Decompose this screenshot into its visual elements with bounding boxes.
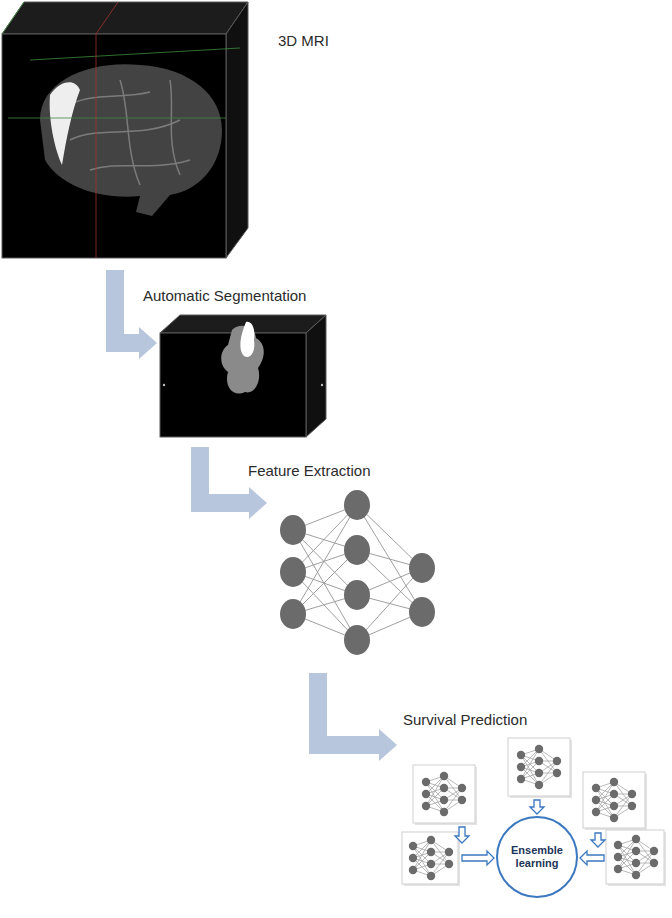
ensemble-members-part: [508, 738, 570, 796]
neural-network-part: [344, 490, 370, 520]
mri-cube-part: [50, 82, 80, 165]
ensemble-label: Ensemble learning: [505, 844, 569, 869]
mri-cube: [2, 2, 248, 258]
flow-arrow: [115, 270, 157, 359]
flow-arrow-head: [379, 729, 397, 761]
flow-arrow-head: [139, 327, 157, 359]
neural-network-part: [280, 515, 306, 545]
flow-arrow: [318, 673, 397, 761]
ensemble-members-part: [413, 765, 475, 823]
ensemble-members-part: [422, 772, 466, 816]
flow-arrow-head: [249, 487, 267, 519]
segmentation-cube: [160, 315, 326, 437]
segmentation-stage: Automatic Segmentation: [160, 315, 328, 439]
neural-network-part: [344, 535, 370, 565]
neural-network-part: [280, 599, 306, 629]
flow-arrow-shaft: [115, 270, 141, 343]
neural-network-part: [344, 580, 370, 610]
segmentation-cube-part: [240, 322, 254, 357]
ensemble-members-part: [592, 778, 636, 822]
block-arrow-part: [530, 800, 544, 814]
mri-cube-part: [96, 2, 118, 258]
block-arrow-part: [455, 827, 469, 843]
ensemble-members-part: [517, 745, 561, 789]
mri-cube-part: [2, 2, 248, 34]
block-arrow-part: [462, 851, 494, 865]
neural-network-part: [293, 505, 422, 640]
survival-stage: Survival PredictionEnsemble learning: [400, 705, 668, 915]
stage-heading: Feature Extraction: [248, 462, 371, 479]
neural-network-part: [409, 597, 435, 627]
ensemble-members-part: [614, 835, 658, 879]
mri-cube-part: [2, 34, 226, 258]
block-arrow-part: [591, 833, 605, 847]
stage-heading: 3D MRI: [278, 32, 329, 49]
mri-cube-part: [226, 2, 248, 258]
stage-heading: Survival Prediction: [403, 711, 527, 728]
neural-network-part: [344, 625, 370, 655]
feature-stage: Feature Extraction: [270, 485, 445, 665]
stage-heading: Automatic Segmentation: [143, 287, 306, 304]
mri-stage: 3D MRI: [0, 0, 250, 262]
neural-network: [280, 490, 435, 655]
ensemble-members-part: [606, 830, 664, 884]
segmentation-cube-part: [321, 384, 323, 386]
mri-cube-part: [2, 2, 240, 118]
segmentation-cube-part: [163, 384, 165, 386]
mri-cube-part: [40, 64, 222, 216]
block-arrow-part: [580, 851, 604, 865]
ensemble-members-part: [409, 836, 453, 880]
neural-network-part: [280, 557, 306, 587]
segmentation-cube-part: [306, 315, 326, 437]
neural-network-part: [409, 553, 435, 583]
ensemble-circle: Ensemble learning: [496, 816, 578, 898]
ensemble-members-part: [402, 832, 458, 884]
flow-arrow-shaft: [200, 447, 251, 503]
mri-cube-part: [60, 80, 190, 185]
ensemble-members: [402, 738, 666, 886]
flow-arrow: [200, 447, 267, 519]
flow-arrow-shaft: [318, 673, 381, 745]
ensemble-members-part: [583, 772, 645, 828]
